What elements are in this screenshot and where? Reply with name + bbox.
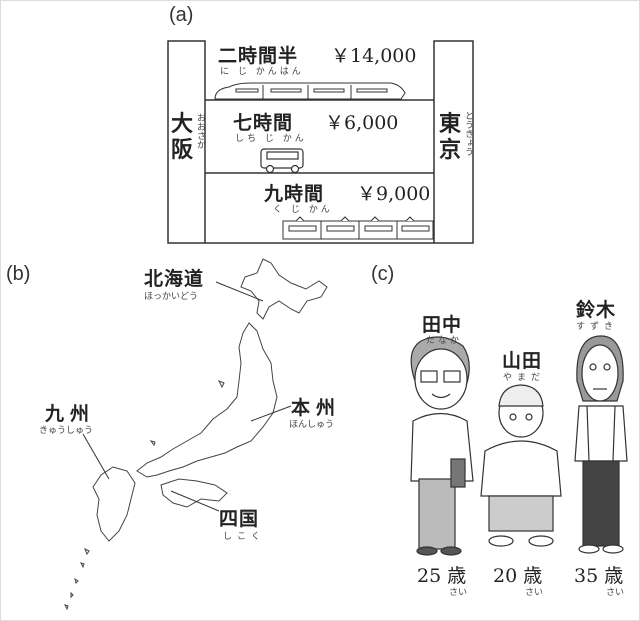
japan-map	[64, 258, 328, 611]
route-price: ￥9,000	[357, 183, 431, 205]
honshu-outline	[136, 322, 278, 478]
islands	[64, 380, 225, 611]
honshu-reading: ほんしゅう	[289, 420, 335, 430]
kyushu-reading: きゅうしゅう	[39, 426, 94, 436]
hokkaido-outline	[240, 258, 328, 320]
osaka-label: 大阪	[171, 111, 194, 163]
suzuki-reading: すずき	[576, 322, 619, 332]
yamada-name: 山田	[502, 350, 543, 372]
route-price: ￥6,000	[325, 112, 399, 134]
panel-c-label: (c)	[371, 263, 395, 285]
kyushu-label: 九州	[45, 403, 96, 425]
route-reading: に じ かんはん	[220, 67, 304, 77]
shikoku-reading: しこく	[223, 532, 266, 542]
route-reading: しち じ かん	[235, 134, 307, 144]
route-time: 二時間半	[218, 45, 299, 67]
route-time: 七時間	[233, 112, 294, 134]
kyushu-outline	[92, 466, 136, 542]
tokyo-label: 東京	[439, 111, 462, 163]
yamada-reading: やまだ	[503, 373, 546, 383]
leader-lines	[82, 281, 292, 512]
yamada-figure	[480, 384, 562, 547]
tokyo-reading: とうきょう	[463, 111, 473, 156]
hokkaido-label: 北海道	[144, 268, 205, 290]
age-value: 25	[417, 565, 442, 587]
shikoku-label: 四国	[219, 508, 260, 530]
osaka-pillar	[167, 40, 206, 244]
tanaka-figure	[410, 336, 474, 556]
yamada-age: 20 歳	[493, 561, 542, 588]
age-unit: 歳	[447, 565, 467, 587]
osaka-reading: おおさか	[195, 113, 205, 149]
bullet-train-icon	[214, 82, 406, 100]
age-unit: 歳	[523, 565, 543, 587]
train-icon	[282, 216, 434, 240]
tanaka-name: 田中	[422, 314, 463, 336]
age-unit-reading: さい	[449, 588, 468, 598]
route-price: ￥14,000	[331, 45, 417, 67]
age-unit-reading: さい	[525, 588, 544, 598]
hokkaido-reading: ほっかいどう	[144, 292, 199, 302]
age-unit-reading: さい	[606, 588, 625, 598]
suzuki-age: 35 歳	[574, 561, 623, 588]
tanaka-age: 25 歳	[417, 561, 466, 588]
route-reading: く じ かん	[273, 205, 333, 215]
age-unit: 歳	[604, 565, 624, 587]
suzuki-figure	[574, 335, 628, 554]
route-time: 九時間	[264, 183, 325, 205]
bus-icon	[260, 148, 304, 174]
suzuki-name: 鈴木	[576, 299, 617, 321]
tanaka-reading: たなか	[426, 336, 463, 346]
panel-b-label: (b)	[6, 263, 31, 285]
age-value: 20	[493, 565, 518, 587]
age-value: 35	[574, 565, 599, 587]
tokyo-pillar	[433, 40, 474, 244]
panel-a-label: (a)	[169, 4, 194, 26]
shikoku-outline	[160, 478, 228, 508]
honshu-label: 本州	[291, 397, 342, 419]
